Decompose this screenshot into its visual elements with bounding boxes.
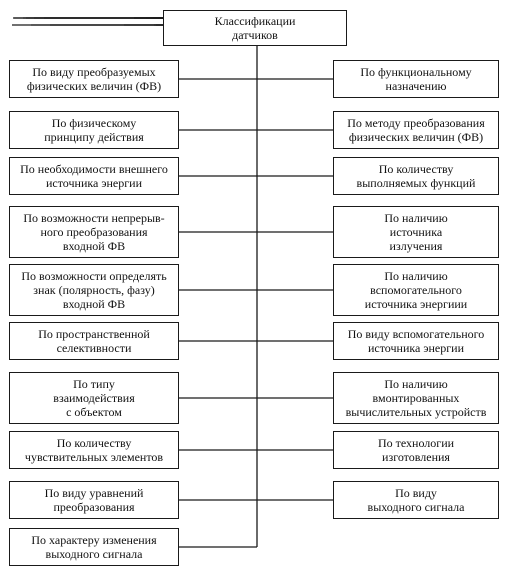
right-box-8: По технологии изготовления <box>333 431 499 469</box>
left-box-6: По пространственной селективности <box>9 322 179 360</box>
right-box-9: По виду выходного сигнала <box>333 481 499 519</box>
right-box-4: По наличию источника излучения <box>333 206 499 258</box>
left-box-label: По необходимости внешнего источника энер… <box>20 162 168 190</box>
right-box-7: По наличию вмонтированных вычислительных… <box>333 372 499 424</box>
left-box-label: По физическому принципу действия <box>44 116 144 144</box>
left-box-2: По физическому принципу действия <box>9 111 179 149</box>
left-box-8: По количеству чувствительных элементов <box>9 431 179 469</box>
right-box-label: По наличию источника излучения <box>384 211 448 253</box>
left-box-label: По пространственной селективности <box>38 327 150 355</box>
left-box-1: По виду преобразуемых физических величин… <box>9 60 179 98</box>
right-box-label: По наличию вмонтированных вычислительных… <box>345 377 487 419</box>
left-box-label: По типу взаимодействия с объектом <box>53 377 135 419</box>
left-box-label: По количеству чувствительных элементов <box>24 436 164 464</box>
left-box-3: По необходимости внешнего источника энер… <box>9 157 179 195</box>
right-box-6: По виду вспомогательного источника энерг… <box>333 322 499 360</box>
right-box-label: По функциональному назначению <box>360 65 472 93</box>
root-box: Классификации датчиков <box>163 10 347 46</box>
right-box-label: По наличию вспомогательного источника эн… <box>364 269 468 311</box>
right-box-label: По методу преобразования физических вели… <box>347 116 485 144</box>
left-box-9: По виду уравнений преобразования <box>9 481 179 519</box>
right-box-label: По технологии изготовления <box>377 436 455 464</box>
right-box-label: По количеству выполняемых функций <box>356 162 476 190</box>
right-box-label: По виду вспомогательного источника энерг… <box>347 327 485 355</box>
left-box-label: По возможности определять знак (полярнос… <box>21 269 167 311</box>
left-box-5: По возможности определять знак (полярнос… <box>9 264 179 316</box>
left-box-4: По возможности непрерыв- ного преобразов… <box>9 206 179 258</box>
left-box-10: По характеру изменения выходного сигнала <box>9 528 179 566</box>
left-box-label: По виду уравнений преобразования <box>44 486 144 514</box>
right-box-2: По методу преобразования физических вели… <box>333 111 499 149</box>
left-box-label: По виду преобразуемых физических величин… <box>26 65 162 93</box>
root-label: Классификации датчиков <box>214 14 296 42</box>
right-box-label: По виду выходного сигнала <box>367 486 465 514</box>
right-box-1: По функциональному назначению <box>333 60 499 98</box>
right-box-5: По наличию вспомогательного источника эн… <box>333 264 499 316</box>
left-box-7: По типу взаимодействия с объектом <box>9 372 179 424</box>
left-box-label: По возможности непрерыв- ного преобразов… <box>23 211 165 253</box>
left-box-label: По характеру изменения выходного сигнала <box>31 533 157 561</box>
right-box-3: По количеству выполняемых функций <box>333 157 499 195</box>
